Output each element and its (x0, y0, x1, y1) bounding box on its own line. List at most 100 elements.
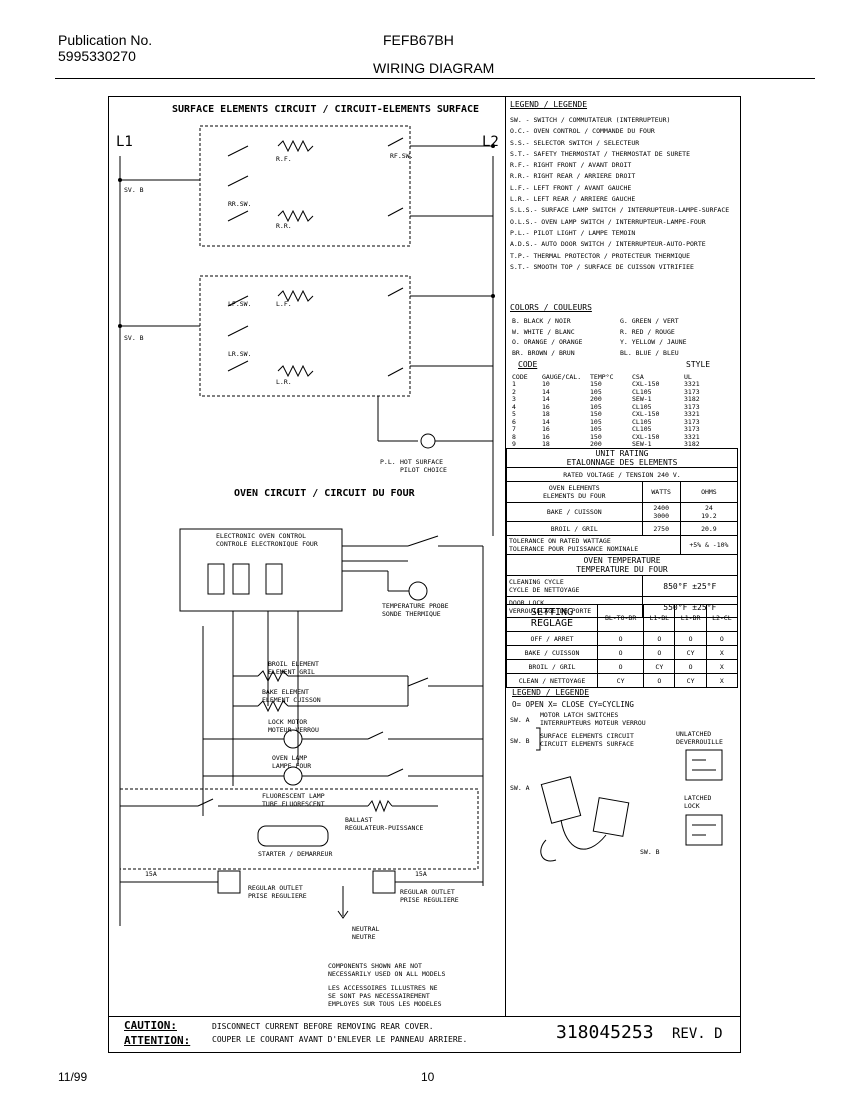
colors-right: G. GREEN / VERT R. RED / ROUGE Y. YELLOW… (620, 316, 687, 358)
components-note-fr: LES ACCESSOIRES ILLUSTRES NE SE SONT PAS… (328, 984, 442, 1008)
legend-item: S.T.- SMOOTH TOP / SURFACE DE CUISSON VI… (510, 262, 694, 271)
rr-sw-label: RR.SW. (228, 200, 252, 208)
legend-list: SW. - SWITCH / COMMUTATEUR (INTERRUPTEUR… (510, 115, 729, 273)
starter-label: STARTER / DEMARREUR (258, 850, 333, 858)
setting-cell: O (674, 631, 707, 646)
unit-row-ohms: 24 19.2 (679, 502, 739, 522)
style-cell: SEW-1 (632, 440, 652, 448)
setting-header: BL-TO-BR (596, 604, 645, 632)
style-cell: 105 (590, 425, 602, 433)
setting-header: L1-BR (674, 604, 707, 632)
legend-item: R.R.- RIGHT REAR / ARRIERE DROIT (510, 172, 636, 181)
style-cell: CXL-150 (632, 380, 660, 388)
unit-row-label: BROIL / GRIL (506, 521, 643, 536)
diagram-frame (108, 96, 741, 1053)
setting-row-label: OFF / ARRET (506, 631, 598, 646)
neutral-label: NEUTRAL NEUTRE (352, 925, 380, 941)
style-cell: 3173 (684, 387, 700, 396)
setting-cell: O (596, 645, 645, 660)
oven-temp-value: 850°F ±25°F (641, 575, 739, 597)
legend2-title: LEGEND / LEGENDE (512, 688, 590, 697)
unit-rating-title: UNIT RATING ETALONNAGE DES ELEMENTS (506, 448, 738, 468)
style-cell: 3182 (684, 395, 700, 403)
sw-a-text: MOTOR LATCH SWITCHES INTERRUPTEURS MOTEU… (540, 711, 646, 727)
code-label: CODE (518, 360, 538, 369)
style-cell: 7 (512, 425, 516, 433)
legend-item: S.S.- SELECTOR SWITCH / SELECTEUR (510, 138, 640, 147)
l2-label: L2 (482, 134, 499, 150)
unit-row-watts: 2400 3000 (641, 502, 681, 522)
legend-item: T.P.- THERMAL PROTECTOR / PROTECTEUR THE… (510, 251, 691, 260)
legend-item: SW. - SWITCH / COMMUTATEUR (INTERRUPTEUR… (510, 116, 671, 124)
sw-b-text: SURFACE ELEMENTS CIRCUIT CIRCUIT ELEMENT… (540, 732, 634, 748)
tolerance-label: TOLERANCE ON RATED WATTAGE TOLERANCE POU… (506, 535, 681, 555)
fuse-label-2: 15A (415, 870, 427, 878)
sw-b-label-2: SV. B (124, 334, 144, 342)
lr-label: L.R. (276, 378, 292, 386)
unit-col-1: OVEN ELEMENTS ELEMENTS DU FOUR (506, 481, 643, 503)
legend-item: R.F.- RIGHT FRONT / AVANT DROIT (510, 161, 632, 170)
style-header: TEMP°C (590, 373, 614, 381)
style-cell: CXL-150 (632, 410, 660, 418)
setting-cell: CY (674, 645, 707, 660)
fuse-label-1: 15A (145, 870, 157, 878)
lock-motor-label: LOCK MOTOR MOTEUR VERROU (268, 718, 319, 734)
unit-col-2: WATTS (641, 481, 681, 503)
model-number: FEFB67BH (383, 32, 454, 48)
style-cell: 200 (590, 395, 602, 403)
style-cell: 150 (590, 432, 602, 441)
setting-table: SETTING REGLAGE BL-TO-BR L1-BL L1-BR L2-… (506, 604, 739, 688)
latched-label: LATCHED LOCK (684, 794, 712, 810)
unit-row-ohms: 20.9 (679, 521, 739, 536)
caution-label: CAUTION: (124, 1019, 177, 1032)
color-item: G. GREEN / VERT (620, 317, 679, 325)
rr-label: R.R. (276, 222, 292, 230)
style-cell: 3 (512, 395, 516, 403)
attention-label: ATTENTION: (124, 1034, 191, 1047)
broil-element-label: BROIL ELEMENT ELEMENT GRIL (268, 660, 319, 676)
style-cell: SEW-1 (632, 395, 652, 403)
legend-item: O.C.- OVEN CONTROL / COMMANDE DU FOUR (510, 127, 655, 136)
setting-cell: X (705, 673, 739, 688)
caution-divider (108, 1016, 741, 1017)
sw-a-label: SW. A (510, 716, 530, 724)
style-cell: 8 (512, 432, 516, 441)
style-cell: 3173 (684, 417, 700, 426)
style-cell: 105 (590, 387, 602, 396)
oven-lamp-label: OVEN LAMP LAMPE FOUR (272, 754, 312, 770)
style-cell: 14 (542, 417, 550, 426)
style-cell: 3321 (684, 380, 700, 388)
style-cell: CL105 (632, 417, 652, 426)
fluorescent-label: FLUORESCENT LAMP TUBE FLUORESCENT (262, 792, 325, 808)
style-header: CODE (512, 373, 528, 381)
style-label: STYLE (686, 360, 711, 369)
style-cell: 1 (512, 380, 516, 388)
style-cell: 5 (512, 410, 516, 418)
components-note: COMPONENTS SHOWN ARE NOT NECESSARILY USE… (328, 962, 446, 978)
style-cell: 150 (590, 380, 602, 388)
setting-cell: O (643, 673, 676, 688)
legend-item: A.D.S.- AUTO DOOR SWITCH / INTERRUPTEUR-… (510, 240, 706, 249)
legend-item: L.R.- LEFT REAR / ARRIERE GAUCHE (510, 195, 636, 204)
setting-cell: CY (674, 673, 707, 688)
lr-sw-label: LR.SW. (228, 350, 252, 358)
sw-b-label-1: SV. B (124, 186, 144, 194)
setting-title: SETTING REGLAGE (506, 604, 598, 632)
color-item: W. WHITE / BLANC (512, 327, 575, 336)
legend-item: S.L.S.- SURFACE LAMP SWITCH / INTERRUPTE… (510, 206, 730, 215)
rf-label: R.F. (276, 155, 292, 163)
legend-item: P.L.- PILOT LIGHT / LAMPE TEMOIN (510, 228, 636, 237)
oven-control-label: ELECTRONIC OVEN CONTROL CONTROLE ELECTRO… (216, 532, 318, 548)
surface-circuit-title: SURFACE ELEMENTS CIRCUIT / CIRCUIT-ELEME… (172, 104, 480, 115)
style-cell: 16 (542, 432, 550, 441)
style-cell: 3173 (684, 425, 700, 433)
bake-element-label: BAKE ELEMENT ELEMENT CUISSON (262, 688, 321, 704)
legend-title: LEGEND / LEGENDE (510, 100, 588, 109)
style-cell: CL105 (632, 402, 652, 411)
sw-b-label: SW. B (510, 737, 530, 745)
